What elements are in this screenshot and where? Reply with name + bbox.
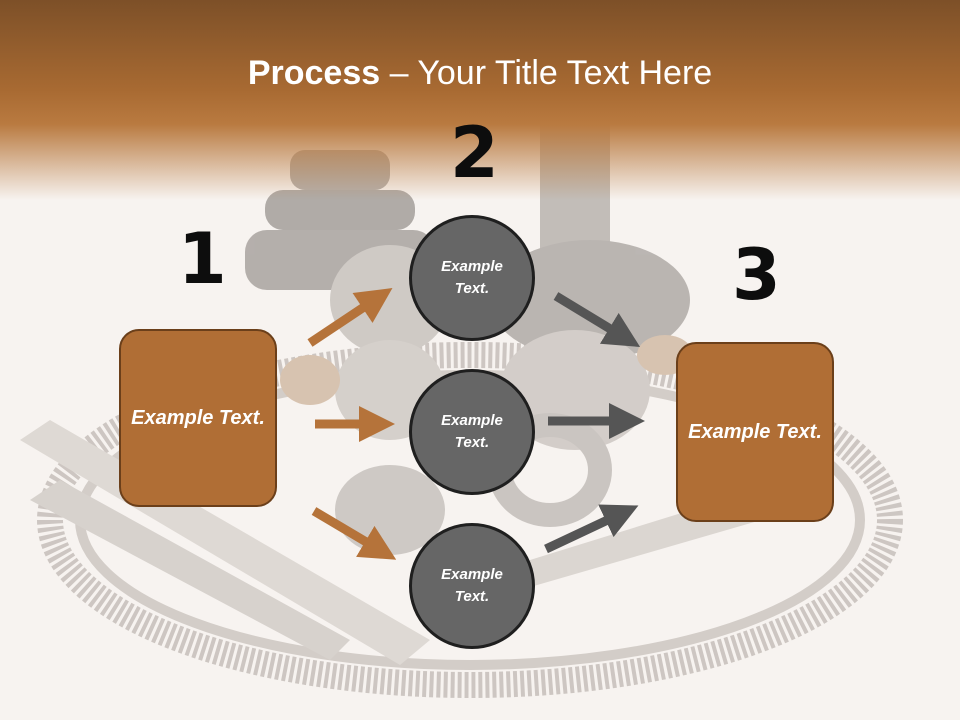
right-step-text: Example Text. [688, 420, 822, 443]
title-bold: Process [247, 54, 381, 92]
left-step-box: Example Text. [119, 329, 277, 507]
step-number-2: 2 [450, 112, 499, 194]
circle-bottom-text: Example Text. [441, 565, 503, 606]
step-number-3: 3 [732, 234, 781, 316]
step-number-1: 1 [178, 218, 227, 300]
circle-middle: Example Text. [409, 369, 535, 495]
circle-top: Example Text. [409, 215, 535, 341]
circle-top-text: Example Text. [441, 257, 503, 298]
title-rest: – Your Title Text Here [380, 54, 713, 92]
circle-middle-text: Example Text. [441, 411, 503, 452]
left-step-text: Example Text. [131, 406, 265, 429]
page-title: Process – Your Title Text Here [0, 54, 960, 93]
right-step-box: Example Text. [676, 342, 834, 522]
circle-bottom: Example Text. [409, 523, 535, 649]
header-band [0, 0, 960, 200]
